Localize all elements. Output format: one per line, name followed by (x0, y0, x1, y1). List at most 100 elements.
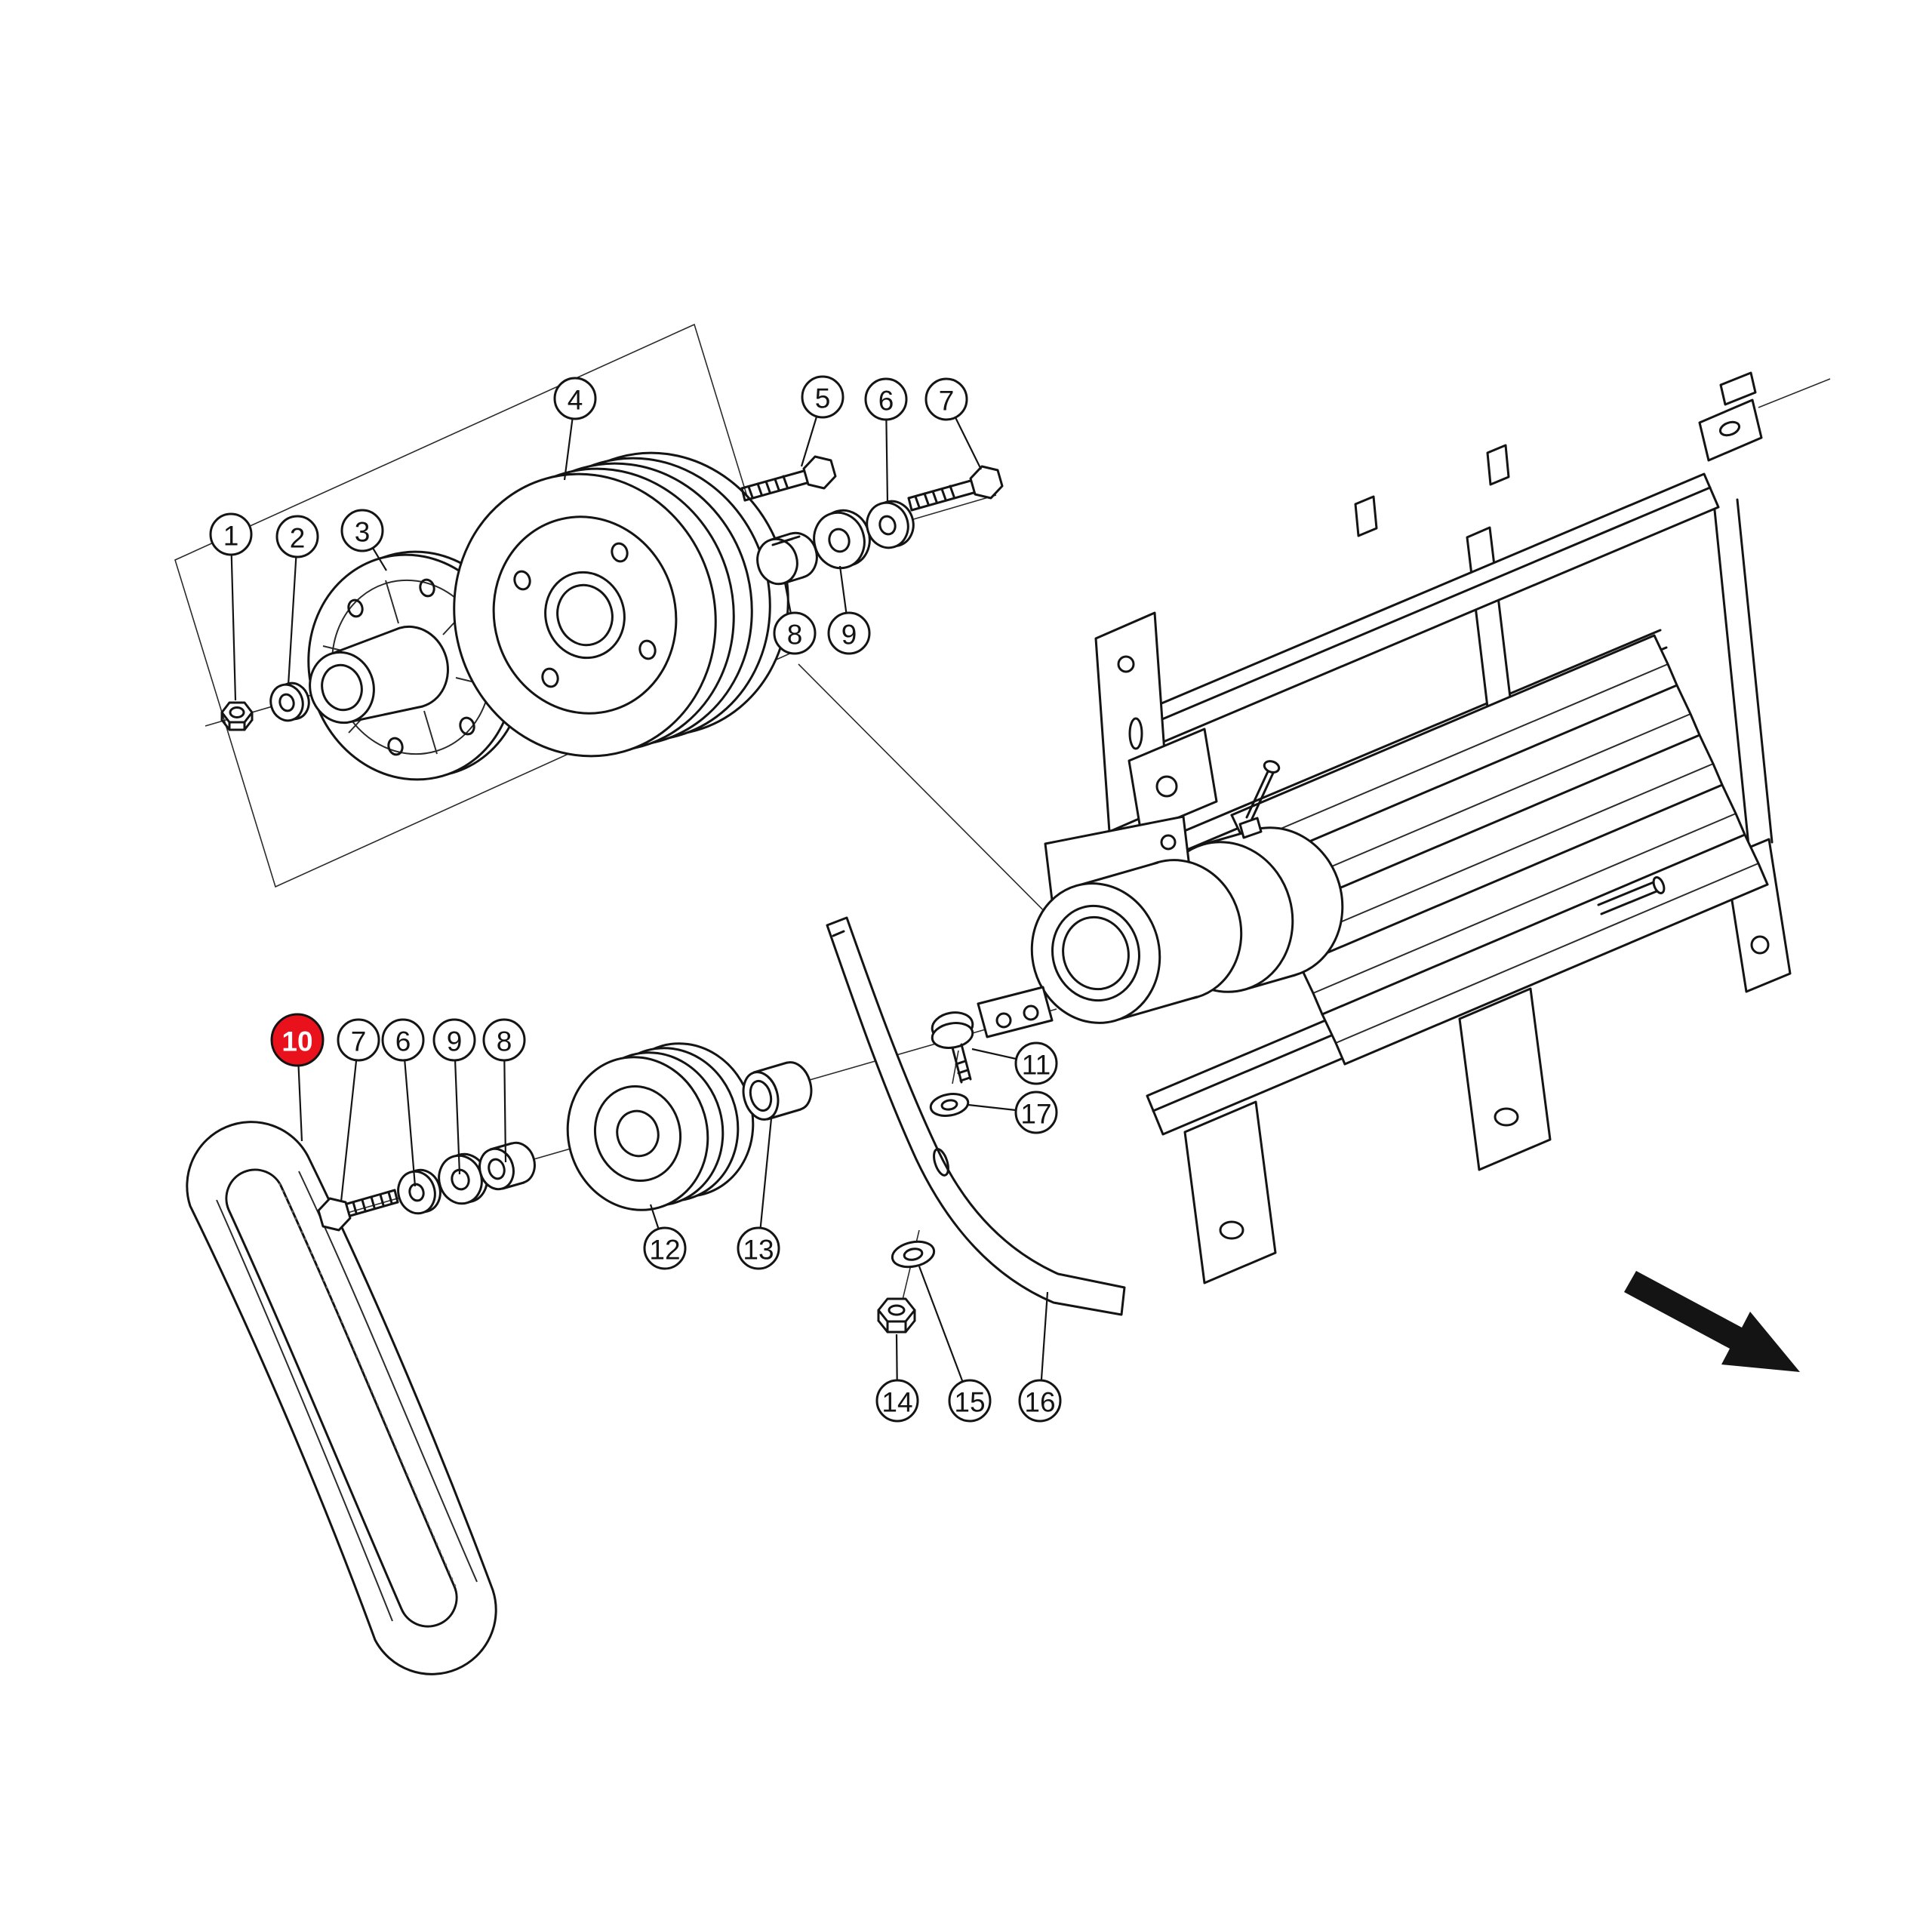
front-cylinder (1030, 859, 1243, 1024)
callout-number: 6 (878, 386, 894, 417)
callout-number: 13 (743, 1235, 774, 1266)
fan-drive-unit (977, 760, 1344, 1038)
callout-8-13[interactable]: 8 (482, 1018, 526, 1163)
adjuster-stud (1238, 760, 1281, 839)
clamp-collar-8 (756, 531, 818, 586)
callout-balloon[interactable] (801, 375, 844, 419)
callout-leader-line (918, 1266, 971, 1401)
callout-balloon-highlighted[interactable] (270, 1013, 325, 1067)
callout-16-20[interactable]: 16 (1018, 1291, 1062, 1423)
callout-leader-line (401, 1039, 417, 1187)
callout-number: 7 (939, 386, 955, 417)
callout-balloon[interactable] (643, 1226, 687, 1270)
callout-1-0[interactable]: 1 (209, 512, 253, 701)
callout-number: 6 (395, 1026, 411, 1057)
lock-nut-14 (877, 1297, 916, 1334)
callout-balloon[interactable] (381, 1018, 425, 1062)
callout-leader-line (757, 1118, 773, 1249)
callout-6-5[interactable]: 6 (864, 377, 908, 503)
callout-8-7[interactable]: 8 (773, 582, 817, 655)
fan-hub-assembly (220, 451, 1004, 781)
callout-balloon[interactable] (432, 1018, 476, 1062)
hex-bolt-7-top (907, 465, 1004, 512)
callout-7-10[interactable]: 7 (337, 1018, 380, 1202)
callout-3-2[interactable]: 3 (340, 509, 387, 571)
callout-14-18[interactable]: 14 (875, 1334, 919, 1423)
frame-left-block (1128, 728, 1218, 835)
callout-balloon[interactable] (275, 515, 319, 558)
hex-bolt-7-mid (317, 1189, 399, 1232)
callout-balloon[interactable] (875, 1379, 919, 1423)
callout-balloon[interactable] (337, 1018, 380, 1062)
callout-2-1[interactable]: 2 (275, 515, 319, 686)
callout-balloon[interactable] (773, 611, 817, 655)
tensioner-arm (826, 916, 1126, 1316)
callout-number: 9 (447, 1026, 463, 1057)
callout-leader-line (453, 1039, 461, 1175)
callout-13-15[interactable]: 13 (737, 1118, 780, 1270)
callout-4-3[interactable]: 4 (553, 377, 597, 481)
frame-assembly (1094, 371, 1792, 1284)
callout-9-8[interactable]: 9 (827, 565, 871, 655)
frame-foot-left (1183, 1100, 1277, 1284)
callout-leader-line (340, 1039, 360, 1202)
washer-9-top (813, 509, 871, 570)
washer-17 (929, 1093, 970, 1117)
direction-arrow (1624, 1271, 1800, 1372)
callout-number: 16 (1024, 1387, 1055, 1418)
callout-number: 10 (281, 1026, 312, 1057)
frame-top-tabs (1354, 444, 1510, 537)
callout-number: 9 (841, 620, 857, 651)
callout-number: 8 (787, 620, 803, 651)
callout-balloon[interactable] (1014, 1091, 1058, 1134)
washer-15 (891, 1240, 936, 1269)
callout-balloon[interactable] (948, 1379, 992, 1423)
callout-number: 15 (954, 1387, 985, 1418)
washer-6-mid (397, 1168, 441, 1215)
callout-balloon[interactable] (924, 377, 968, 421)
callout-6-11[interactable]: 6 (381, 1018, 425, 1187)
hub-nut-1 (220, 701, 254, 731)
callout-9-12[interactable]: 9 (432, 1018, 476, 1175)
idler-pulley-assembly (317, 1042, 813, 1232)
callout-balloon[interactable] (209, 512, 253, 556)
callout-number: 1 (223, 521, 239, 552)
callout-number: 2 (290, 523, 306, 554)
callout-number: 14 (881, 1387, 912, 1418)
callout-balloon[interactable] (1014, 1041, 1058, 1085)
callout-11-16[interactable]: 11 (971, 1041, 1058, 1085)
callout-balloon[interactable] (864, 377, 908, 421)
hex-bolt-5 (740, 455, 837, 502)
radiator-bellows (1230, 634, 1769, 1066)
callout-balloon[interactable] (553, 377, 597, 420)
callout-15-19[interactable]: 15 (918, 1266, 992, 1423)
clamp-bracket (977, 986, 1054, 1038)
callout-balloon[interactable] (482, 1018, 526, 1062)
callout-number: 11 (1022, 1050, 1051, 1081)
callout-17-17[interactable]: 17 (968, 1091, 1058, 1134)
pulley-12 (566, 1042, 755, 1211)
callout-10-9-highlighted[interactable]: 10 (270, 1013, 325, 1142)
round-head-bolt (931, 1011, 974, 1084)
callout-balloon[interactable] (737, 1226, 780, 1270)
callout-number: 8 (497, 1026, 512, 1057)
callout-7-6[interactable]: 7 (924, 377, 982, 470)
drive-belt (186, 1121, 497, 1675)
callout-number: 12 (649, 1235, 680, 1266)
pivot-pin (1597, 876, 1666, 915)
callout-number: 5 (815, 383, 831, 414)
callout-balloon[interactable] (340, 509, 384, 552)
callout-balloon[interactable] (827, 611, 871, 655)
callout-number: 7 (351, 1026, 367, 1057)
callout-12-14[interactable]: 12 (643, 1204, 687, 1270)
hub-washer-2 (269, 681, 310, 722)
callout-balloon[interactable] (1018, 1379, 1062, 1423)
callout-number: 4 (568, 385, 583, 416)
callout-5-4[interactable]: 5 (800, 375, 844, 467)
frame-end-bracket (1698, 371, 1763, 462)
callout-leader-line (229, 534, 237, 701)
callout-number: 17 (1020, 1099, 1051, 1130)
